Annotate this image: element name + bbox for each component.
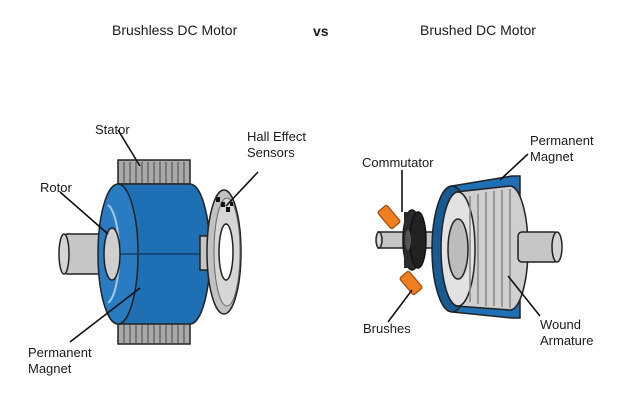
permanent-magnet-cylinder <box>97 183 211 325</box>
armature-label-line2: Armature <box>540 333 593 348</box>
brushless-magnet-label-line2: Magnet <box>28 361 72 376</box>
commutator <box>402 209 427 271</box>
brushed-magnet-leader <box>499 153 529 181</box>
stator-leader <box>117 129 141 167</box>
brushed-motor: Commutator Permanent Magnet Brushes Woun… <box>362 133 594 348</box>
rotor-leader <box>59 191 109 235</box>
brush-bottom <box>399 270 423 296</box>
vs-label: vs <box>313 23 329 39</box>
brushless-shaft-left-end <box>58 233 70 275</box>
brushes-label: Brushes <box>363 321 411 336</box>
brushed-title: Brushed DC Motor <box>420 22 536 38</box>
rotor-label: Rotor <box>40 180 72 195</box>
hall-label-line2: Sensors <box>247 145 295 160</box>
brushless-magnet-leader <box>69 287 141 343</box>
brushed-magnet-label-line2: Magnet <box>530 149 574 164</box>
brushed-magnet-label-line1: Permanent <box>530 133 594 148</box>
stator-label: Stator <box>95 122 130 137</box>
brush-top <box>377 204 401 230</box>
hall-label-line1: Hall Effect <box>247 129 306 144</box>
wound-armature <box>440 185 529 311</box>
armature-label-line1: Wound <box>540 317 581 332</box>
commutator-label: Commutator <box>362 155 434 170</box>
hall-sensor-chips <box>216 197 233 212</box>
stator <box>117 159 191 345</box>
armature-leader <box>507 275 541 317</box>
rotor <box>103 227 121 281</box>
brushless-motor: Stator Hall Effect Sensors Rotor Permane… <box>28 122 306 376</box>
hall-effect-sensor-ring <box>206 189 242 315</box>
brushless-magnet-label-line1: Permanent <box>28 345 92 360</box>
brushless-title: Brushless DC Motor <box>112 22 238 38</box>
hall-leader <box>225 171 259 207</box>
brushes-leader <box>387 289 413 323</box>
